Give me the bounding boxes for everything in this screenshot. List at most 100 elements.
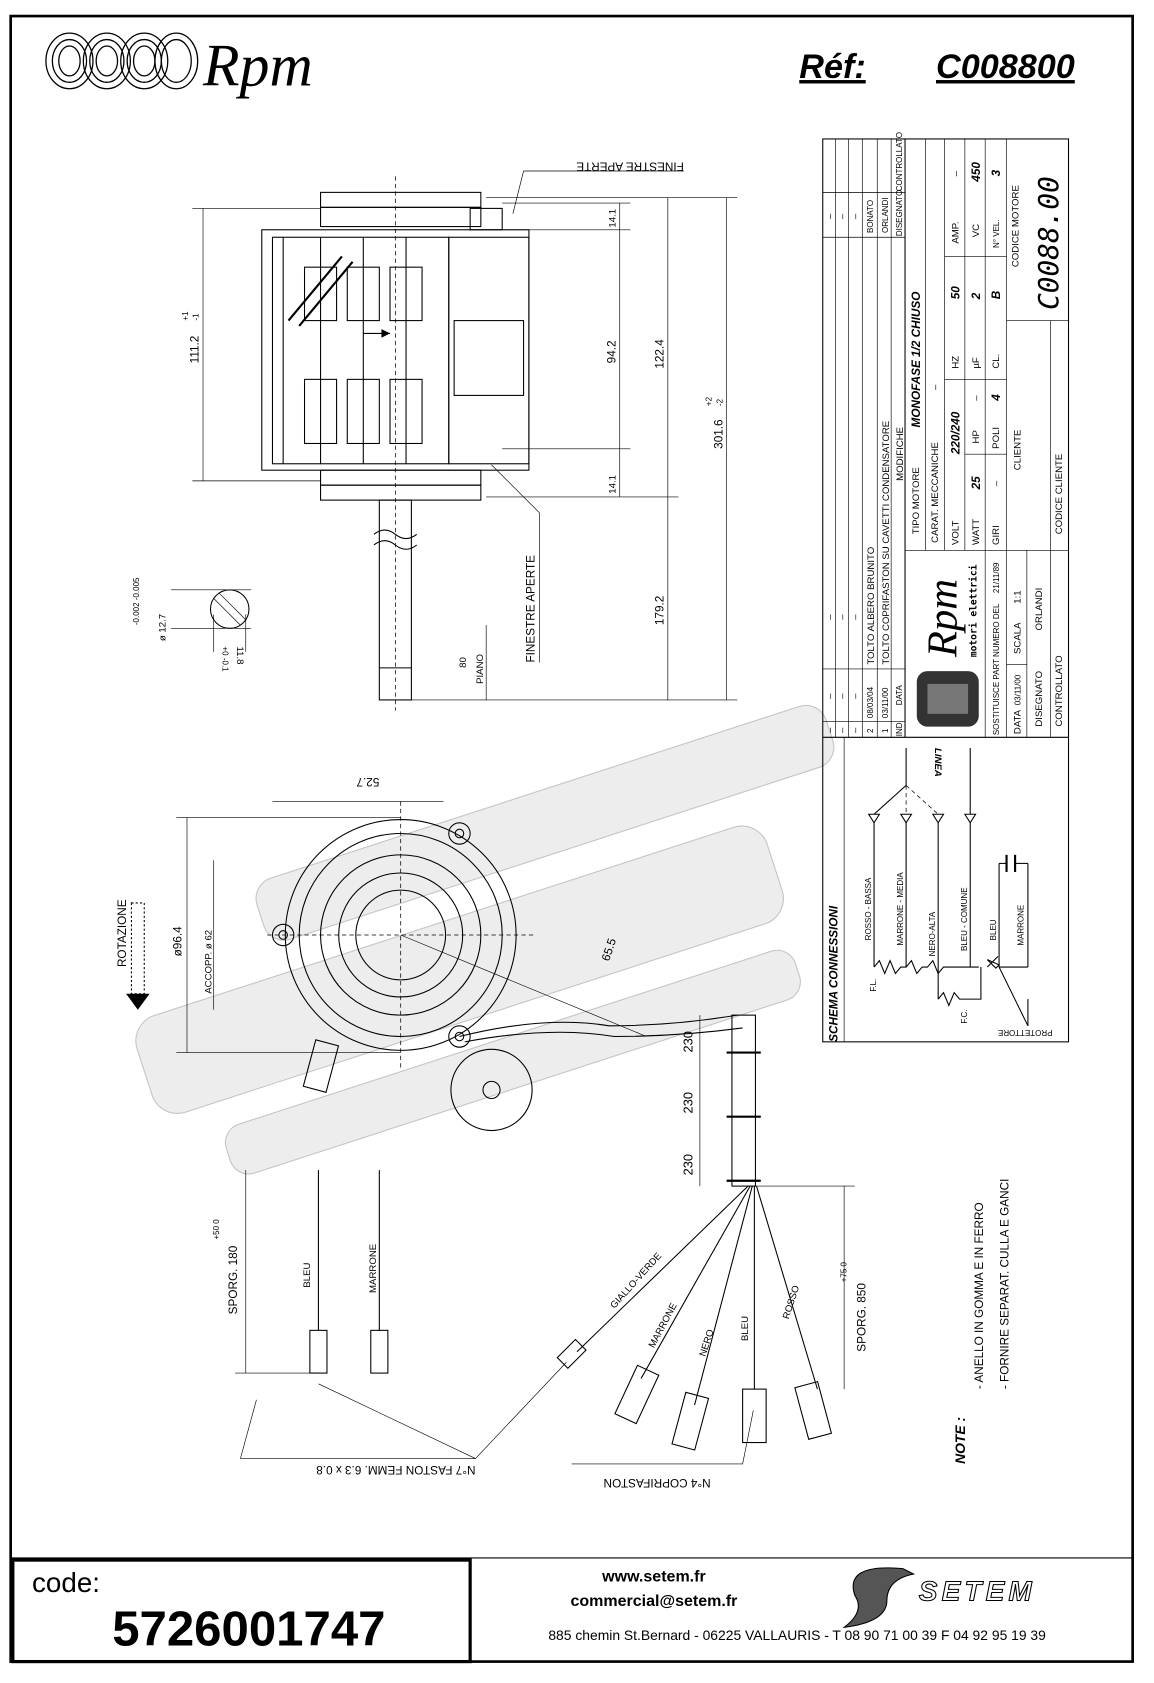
- faston-label: N°7 FASTON FEMM. 6.3 x 0.8: [316, 1463, 476, 1476]
- header-data: DATA: [895, 684, 904, 705]
- sostituisce-label: SOSTITUISCE PART NUMERO DEL: [992, 603, 1001, 735]
- tol-111-plus: +1: [181, 311, 190, 321]
- schema-fc: F.C.: [960, 1009, 969, 1023]
- block-brand: Rpm: [919, 579, 966, 658]
- linea-label: LINEA: [932, 748, 943, 777]
- shaft-flat: 11.8: [234, 646, 245, 664]
- vel-value: 3: [990, 169, 1003, 176]
- setem-logo: SETEM: [842, 1567, 1032, 1629]
- ref-label: Réf:: [799, 48, 865, 86]
- poli-label: POLI: [991, 427, 1002, 449]
- rev-1-date: 03/11/00: [881, 687, 890, 718]
- giri-value: –: [991, 480, 1002, 486]
- wire-label-marrone-left: MARRONE: [368, 1244, 379, 1293]
- cl-value: B: [990, 290, 1003, 299]
- code-label: code:: [32, 1567, 100, 1598]
- footer-website: www.setem.fr: [601, 1567, 706, 1585]
- dim-122: 122.4: [654, 339, 667, 369]
- dim-14-top: 14.1: [607, 209, 618, 228]
- rotazione-label: ROTAZIONE: [116, 899, 129, 967]
- watermark-url-band: [255, 704, 835, 941]
- tol-111-minus: -1: [192, 313, 201, 321]
- amp-value: –: [950, 170, 961, 176]
- connection-schema: [843, 737, 1029, 1042]
- rev-empty-ind: –: [850, 727, 861, 733]
- finestre-aperte-side-label: FINESTRE APERTE: [524, 555, 537, 663]
- cable-length-1: 230: [680, 1031, 695, 1052]
- title-block-coil-icon: [916, 671, 979, 727]
- codice-motore-label: CODICE MOTORE: [1010, 185, 1021, 267]
- dim-14-bottom: 14.1: [607, 475, 618, 494]
- title-block: [822, 138, 1070, 1043]
- wire-label-rosso: ROSSO: [781, 1284, 802, 1321]
- tol-301-plus: +2: [705, 396, 714, 406]
- scala-value: 1:1: [1012, 590, 1023, 603]
- schema-wire-rosso: ROSSO - BASSA: [864, 877, 873, 940]
- dim-96: ø96.4: [172, 926, 185, 957]
- tol-301-minus: -2: [715, 398, 724, 406]
- header-disegnato: DISEGNATO: [895, 190, 904, 236]
- piano-label: PIANO: [475, 653, 486, 683]
- sporg-850-label: SPORG. 850: [856, 1283, 869, 1352]
- tipo-motore-label: TIPO MOTORE: [911, 467, 922, 534]
- tipo-motore-value: MONOFASE 1/2 CHIUSO: [910, 292, 923, 428]
- sheet-border: [9, 14, 1134, 1663]
- rev-empty-data: –: [837, 693, 848, 699]
- header-controllato: CONTROLLATO: [895, 132, 904, 191]
- wire-label-giallo-verde: GIALLO-VERDE: [608, 1251, 664, 1311]
- hp-value: –: [971, 395, 982, 401]
- rotation-arrow-icon: [126, 902, 150, 1010]
- motor-front-view: [176, 801, 761, 1187]
- coprifaston-label: N°4 COPRIFASTON: [604, 1476, 711, 1489]
- rev-empty-mod: –: [824, 614, 835, 620]
- header-modifiche: MODIFICHE: [895, 427, 906, 481]
- coil-logo-icon: [45, 32, 199, 90]
- schema-title: SCHEMA CONNESSIONI: [828, 905, 841, 1042]
- wire-label-nero: NERO: [698, 1328, 717, 1358]
- giri-label: GIRI: [991, 525, 1002, 545]
- schema-wire-nero: NERO-ALTA: [928, 911, 937, 956]
- carat-value: –: [930, 384, 941, 390]
- carat-label: CARAT. MECCANICHE: [930, 442, 941, 543]
- note-1: - ANELLO IN GOMMA E IN FERRO: [973, 1202, 986, 1389]
- dim-52: 52.7: [356, 775, 379, 788]
- sporg-850-tol: +75 0: [839, 1261, 848, 1282]
- shaft-diameter: ø 12.7: [158, 614, 169, 641]
- watermark: [135, 704, 835, 1175]
- rev-empty-data: –: [824, 693, 835, 699]
- schema-fl: F.L.: [869, 979, 878, 992]
- schema-protettore: PROTETTORE: [998, 1028, 1053, 1037]
- schema-wire-bleu-comune: BLEU - COMUNE: [960, 887, 969, 951]
- leads: [235, 1170, 855, 1465]
- note-2: - FORNIRE SEPARAT. CULLA E GANCI: [999, 1179, 1012, 1389]
- scala-label: SCALA: [1012, 622, 1023, 654]
- controllato-label: CONTROLLATO: [1054, 655, 1065, 727]
- watermark-email-band: [224, 949, 801, 1175]
- schema-wire-marrone: MARRONE: [1017, 905, 1026, 946]
- rev-empty-dis: –: [850, 213, 861, 219]
- rev-empty-ind: –: [824, 727, 835, 733]
- hz-label: HZ: [950, 356, 961, 369]
- cable-length-2: 230: [680, 1092, 695, 1113]
- schema-wire-bleu: BLEU: [989, 919, 998, 940]
- sporg-180-label: SPORG. 180: [227, 1245, 240, 1314]
- header-ind: IND: [895, 722, 904, 736]
- rev-empty-dis: –: [824, 213, 835, 219]
- dim-94: 94.2: [605, 340, 618, 363]
- watt-value: 25: [970, 476, 983, 491]
- ref-value: C008800: [936, 48, 1075, 86]
- revision-rows: – – – – – – – – – – – – 2 08/03/04 TOLTO…: [824, 132, 906, 736]
- hz-value: 50: [950, 286, 963, 300]
- wire-label-bleu-left: BLEU: [302, 1262, 313, 1287]
- block-brand-sub: motori elettrici: [968, 564, 980, 657]
- disegnato-value: ORLANDI: [1034, 588, 1045, 631]
- rev-empty-dis: –: [837, 213, 848, 219]
- rpm-logo: Rpm: [45, 32, 313, 99]
- rev-empty-ind: –: [837, 727, 848, 733]
- sporg-180-tol: +50 0: [212, 1219, 221, 1240]
- uf-label: µF: [971, 357, 982, 369]
- finestre-aperte-top-label: FINESTRE APERTE: [576, 159, 684, 172]
- shaft-section: [170, 589, 252, 652]
- rev-2-drawn: BONATO: [866, 200, 875, 233]
